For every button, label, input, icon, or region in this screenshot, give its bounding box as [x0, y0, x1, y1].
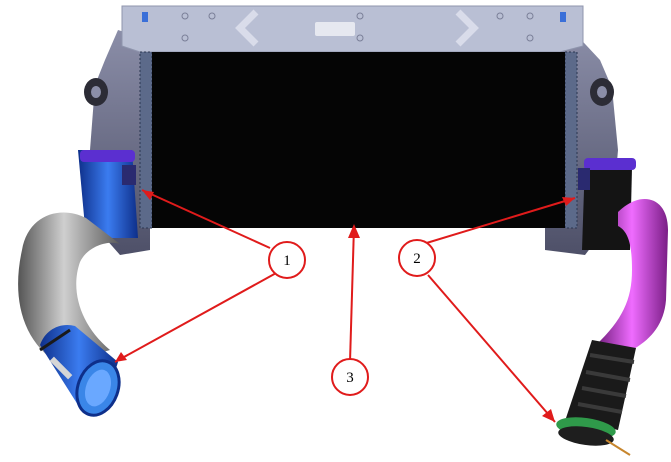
callout-3: 3 — [331, 358, 369, 396]
arrowhead-1a — [142, 190, 154, 200]
leader-line-2a — [409, 197, 576, 249]
leader-lines — [114, 189, 576, 423]
callout-2: 2 — [398, 239, 436, 277]
arrowheads — [115, 190, 575, 422]
arrowhead-2b — [542, 409, 555, 422]
leader-line-2b — [427, 274, 556, 423]
leader-line-1b — [114, 271, 279, 363]
arrowhead-1b — [115, 352, 127, 362]
callout-2-label: 2 — [413, 251, 421, 267]
left-inlet-assembly — [18, 150, 138, 417]
callout-3-label: 3 — [346, 370, 354, 386]
callout-1-label: 1 — [283, 253, 291, 269]
leader-line-1a — [141, 189, 271, 249]
arrowhead-3 — [348, 224, 360, 238]
right-inlet-assembly — [556, 158, 668, 456]
callout-1: 1 — [268, 241, 306, 279]
intercooler-core — [152, 52, 565, 228]
arrowhead-2a — [562, 197, 575, 206]
left-fin-strip — [139, 51, 153, 229]
leader-line-3 — [349, 225, 355, 363]
top-mounting-bracket — [121, 5, 584, 53]
